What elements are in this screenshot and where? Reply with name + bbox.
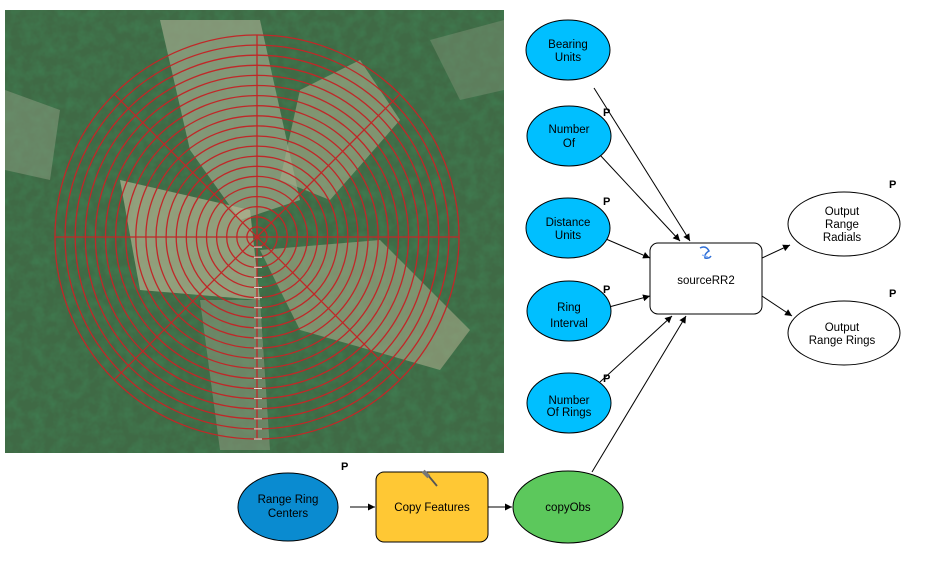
svg-text:Bearing: Bearing (548, 39, 588, 51)
node-label-line: Of Rings (547, 407, 592, 419)
node-label-line: Range Ring (258, 494, 319, 506)
ring-distance-labels (254, 246, 262, 440)
node-copy-obs[interactable]: copyObs (512, 470, 624, 544)
connector-ring-interval (608, 294, 651, 308)
parameter-marker: P (603, 196, 610, 208)
node-source-rr2[interactable]: sourceRR2 (649, 242, 763, 315)
svg-text:sourceRR2: sourceRR2 (677, 275, 735, 287)
node-bearing-units[interactable]: Bearing Units (525, 19, 611, 81)
node-label-line: sourceRR2 (677, 275, 735, 287)
svg-text:Units: Units (555, 230, 581, 242)
node-label-line: Radials (823, 232, 862, 244)
svg-text:Output: Output (825, 322, 860, 334)
svg-text:Number: Number (549, 395, 590, 407)
svg-text:Distance: Distance (546, 217, 591, 229)
node-label-line: copyObs (545, 502, 591, 514)
node-range-ring-centers[interactable]: Range Ring Centers P (237, 461, 348, 542)
node-ring-interval[interactable]: Ring Interval P (526, 280, 612, 342)
node-label-line: Copy Features (394, 502, 470, 514)
connector-output-radials (761, 244, 791, 259)
node-label-line: Number (549, 395, 590, 407)
node-copy-features[interactable]: Copy Features (375, 469, 489, 543)
node-label-line: Units (555, 52, 581, 64)
connector-output-rings (761, 295, 793, 317)
node-number-of[interactable]: Number Of P (526, 105, 612, 167)
connector-bearing-units (593, 87, 691, 242)
connector-number-of-rings (599, 315, 673, 383)
parameter-marker: P (889, 179, 896, 191)
node-output-range-radials[interactable]: Output Range Radials P (787, 179, 901, 257)
parameter-marker: P (603, 107, 610, 119)
svg-text:Radials: Radials (823, 232, 862, 244)
range-ring-map (5, 10, 504, 453)
svg-text:Units: Units (555, 52, 581, 64)
svg-text:Range: Range (825, 219, 859, 231)
connector-copyobs (591, 315, 687, 473)
model-script-icon (699, 246, 712, 259)
svg-text:Interval: Interval (550, 318, 588, 330)
range-radial (113, 236, 258, 381)
svg-text:Range Rings: Range Rings (809, 335, 876, 347)
node-label-line: Output (825, 322, 860, 334)
svg-text:Ring: Ring (557, 302, 581, 314)
parameter-marker: P (603, 373, 610, 385)
node-label-line: Range (825, 219, 859, 231)
node-label-line: Interval (550, 318, 588, 330)
parameter-marker: P (603, 284, 610, 296)
svg-text:Of: Of (563, 138, 576, 150)
hammer-icon (421, 469, 438, 487)
range-radial (256, 236, 401, 381)
svg-text:Of Rings: Of Rings (547, 407, 592, 419)
svg-text:Range Ring: Range Ring (258, 494, 319, 506)
connectors (350, 87, 793, 511)
node-label-line: Output (825, 206, 860, 218)
svg-text:Output: Output (825, 206, 860, 218)
svg-text:Number: Number (549, 124, 590, 136)
node-number-of-rings[interactable]: Number Of Rings P (526, 372, 612, 434)
svg-text:Copy Features: Copy Features (394, 502, 470, 514)
node-label-line: Distance (546, 217, 591, 229)
node-label-line: Bearing (548, 39, 588, 51)
node-label-line: Centers (268, 508, 309, 520)
svg-text:Centers: Centers (268, 508, 309, 520)
node-label-line: Range Rings (809, 335, 876, 347)
node-output-range-rings[interactable]: Output Range Rings P (787, 288, 901, 366)
parameter-marker: P (889, 288, 896, 300)
node-label-line: Units (555, 230, 581, 242)
node-label-line: Of (563, 138, 576, 150)
node-label-line: Ring (557, 302, 581, 314)
range-radial (113, 93, 258, 238)
node-distance-units[interactable]: Distance Units P (525, 196, 611, 259)
range-radial (256, 93, 401, 238)
connector-number-of (599, 154, 681, 242)
connector-distance-units (605, 238, 651, 259)
node-label-line: Number (549, 124, 590, 136)
parameter-marker: P (341, 461, 348, 473)
svg-text:copyObs: copyObs (545, 502, 591, 514)
